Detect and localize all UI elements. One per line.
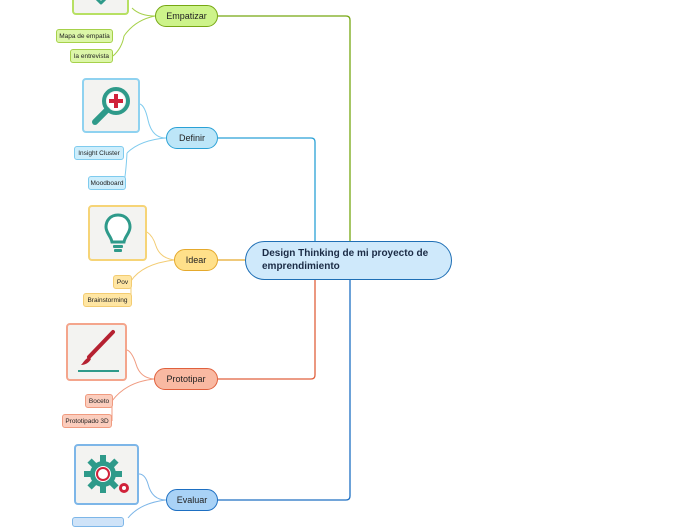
branch-label-evaluar: Evaluar	[176, 495, 208, 505]
leaf-label: Prototipado 3D	[65, 417, 109, 425]
central-topic[interactable]: Design Thinking de mi proyecto de empren…	[245, 241, 452, 280]
branch-prototipar[interactable]: Prototipar	[154, 368, 218, 390]
connector-evaluar	[218, 280, 351, 501]
leaf-la-entrevista[interactable]: la entrevista	[70, 49, 113, 63]
pen-draw-icon	[77, 330, 119, 372]
leaf-insight-cluster[interactable]: Insight Cluster	[74, 146, 124, 160]
sub-connector-evaluar	[127, 473, 167, 519]
leaf-label: Pov	[116, 278, 129, 286]
empatizar-image	[72, 0, 129, 15]
branch-empatizar[interactable]: Empatizar	[155, 5, 218, 27]
sub-connector-empatizar	[112, 7, 156, 57]
branch-evaluar[interactable]: Evaluar	[166, 489, 218, 511]
connector-definir	[218, 137, 316, 241]
leaf-prototipado-3d[interactable]: Prototipado 3D	[62, 414, 112, 428]
gears-icon	[83, 454, 129, 493]
lightbulb-icon	[103, 213, 132, 252]
leaf-label: la entrevista	[73, 52, 110, 60]
heart-check-icon	[95, 0, 106, 4]
leaf-pov[interactable]: Pov	[113, 275, 132, 289]
branch-idear[interactable]: Idear	[174, 249, 218, 271]
definir-image	[82, 78, 140, 133]
evaluar-image	[74, 444, 139, 505]
branch-label-idear: Idear	[185, 255, 207, 265]
leaf-brainstorming[interactable]: Brainstorming	[83, 293, 132, 307]
leaf-boceto[interactable]: Boceto	[85, 394, 113, 408]
leaf-label: Boceto	[88, 397, 110, 405]
leaf-label: Insight Cluster	[78, 149, 120, 157]
branch-label-definir: Definir	[178, 133, 205, 143]
magnifier-plus-icon	[92, 86, 130, 125]
connector-empatizar	[218, 15, 351, 241]
leaf-partial-evaluar[interactable]	[72, 517, 124, 527]
prototipar-image	[66, 323, 127, 381]
branch-label-empatizar: Empatizar	[166, 11, 207, 21]
idear-image	[88, 205, 147, 261]
leaf-mapa-empatia[interactable]: Mapa de empatía	[56, 29, 113, 43]
leaf-label: Moodboard	[90, 179, 124, 187]
connector-prototipar	[218, 280, 316, 380]
leaf-label: Mapa de empatía	[59, 32, 110, 40]
branch-label-prototipar: Prototipar	[166, 374, 206, 384]
leaf-label: Brainstorming	[87, 296, 128, 304]
branch-definir[interactable]: Definir	[166, 127, 218, 149]
leaf-moodboard[interactable]: Moodboard	[88, 176, 126, 190]
